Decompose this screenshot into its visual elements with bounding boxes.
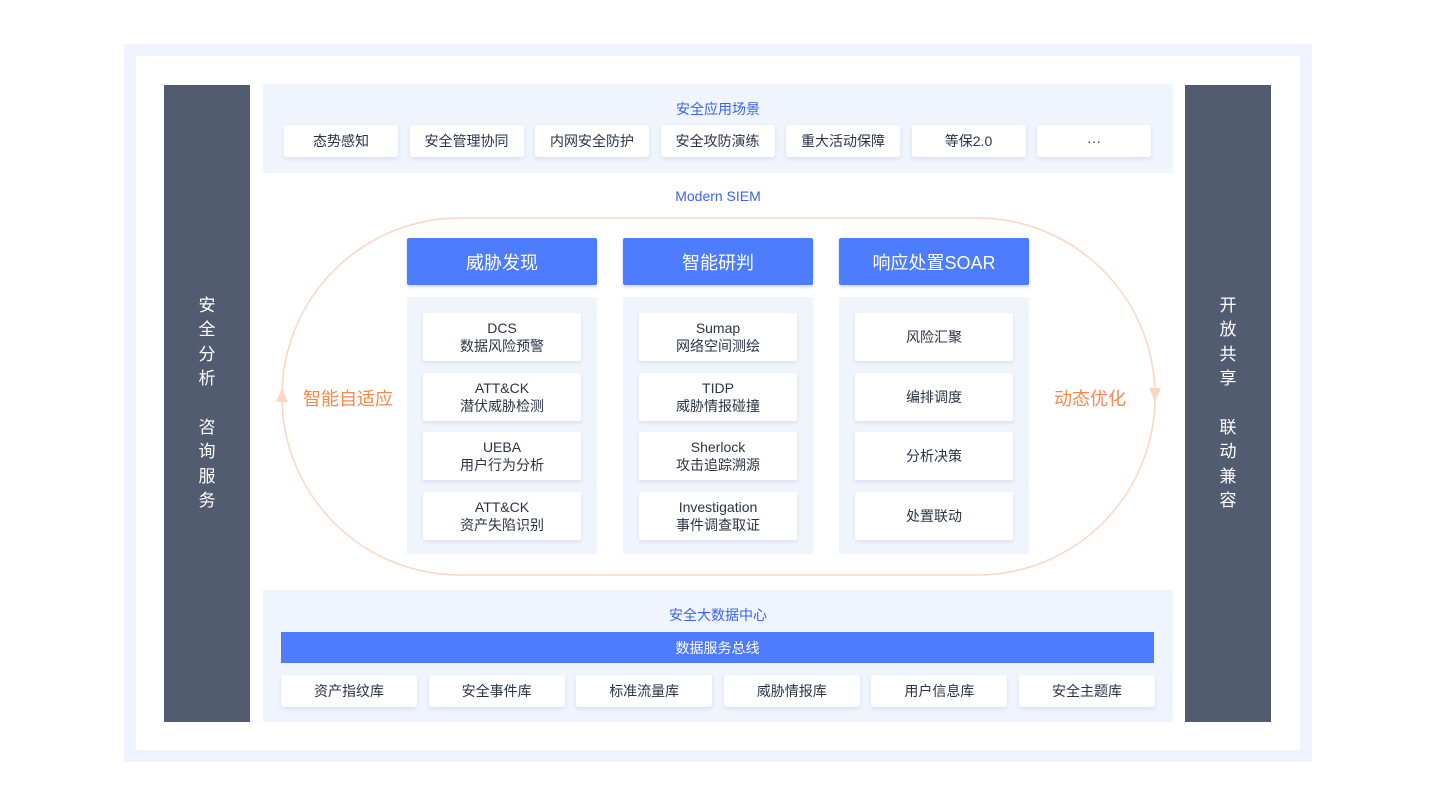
pillar-char: 务: [198, 491, 216, 510]
database-chip: 资产指纹库: [281, 675, 417, 707]
scenario-chip: 态势感知: [284, 125, 398, 157]
card-title: Investigation: [678, 499, 758, 515]
pillar-char: 安: [198, 295, 216, 315]
card-subtitle: 资产失陷识别: [460, 517, 544, 533]
scenario-chip: 重大活动保障: [786, 125, 900, 157]
capability-card: DCS 数据风险预警: [423, 313, 581, 361]
card-title: Sherlock: [690, 439, 746, 455]
scenario-chip: 安全管理协同: [409, 125, 524, 157]
pillar-char: 放: [1219, 320, 1237, 339]
pillar-char: 兼: [1219, 466, 1237, 486]
data-center-title: 安全大数据中心: [669, 607, 767, 623]
card-title: ATT&CK: [474, 499, 530, 515]
database-chip: 安全主题库: [1019, 675, 1155, 707]
pillar-char: 容: [1219, 491, 1237, 510]
scenario-chip: 安全攻防演练: [660, 125, 775, 157]
capability-card: Sherlock 攻击追踪溯源: [639, 432, 797, 480]
pillar-char: 咨: [198, 417, 216, 437]
card-title: TIDP: [702, 380, 734, 396]
adaptive-label: 智能自适应: [303, 389, 393, 409]
up-arrow-icon: [276, 388, 288, 402]
card-title: UEBA: [482, 439, 522, 455]
column-panel: Sumap 网络空间测绘 TIDP 威胁情报碰撞 Sherlock 攻击追踪溯源 Inves…: [623, 297, 813, 554]
capability-card: 处置联动: [855, 492, 1013, 540]
capability-card: 分析决策: [855, 432, 1013, 480]
siem-title: Modern SIEM: [675, 188, 761, 204]
column-panel: DCS 数据风险预警 ATT&CK 潜伏威胁检测 UEBA 用户行为分析 ATT&CK 资产失…: [407, 297, 597, 554]
database-chip: 标准流量库: [576, 675, 713, 707]
card-subtitle: 用户行为分析: [460, 457, 544, 473]
capability-card: 编排调度: [855, 373, 1013, 421]
capability-card: ATT&CK 资产失陷识别: [423, 492, 581, 540]
database-chip: 安全事件库: [428, 675, 565, 707]
column-header: 威胁发现: [407, 238, 597, 285]
card-title: DCS: [487, 320, 517, 336]
scenario-chip: 内网安全防护: [535, 125, 649, 157]
capability-card: ATT&CK 潜伏威胁检测: [423, 373, 581, 421]
down-arrow-icon: [1149, 388, 1161, 402]
card-subtitle: 威胁情报碰撞: [676, 398, 760, 414]
pillar-char: 联: [1219, 417, 1237, 437]
capability-card: Sumap 网络空间测绘: [639, 313, 797, 361]
pillar-char: 服: [198, 466, 216, 486]
capability-card: Investigation 事件调查取证: [639, 492, 797, 540]
capability-card: UEBA 用户行为分析: [423, 432, 581, 480]
left-pillar-security-consulting: 安 全 分 析 咨 询 服 务: [164, 85, 250, 722]
cycle-loop: [276, 217, 1161, 576]
column-header: 响应处置SOAR: [839, 238, 1029, 285]
scenarios-title: 安全应用场景: [676, 101, 760, 117]
database-chip: 威胁情报库: [723, 675, 860, 707]
pillar-char: 共: [1219, 344, 1237, 364]
pillar-char: 动: [1219, 442, 1237, 461]
card-subtitle: 潜伏威胁检测: [460, 398, 544, 414]
card-title: 编排调度: [906, 389, 962, 405]
pillar-char: 析: [198, 369, 216, 388]
pillar-char: 全: [198, 320, 216, 339]
column-header: 智能研判: [623, 238, 813, 285]
column-panel: 风险汇聚编排调度分析决策处置联动: [839, 297, 1029, 554]
data-service-bus: 数据服务总线: [281, 632, 1154, 663]
optimization-label: 动态优化: [1054, 389, 1126, 409]
card-title: 风险汇聚: [906, 329, 962, 345]
card-title: 分析决策: [906, 448, 962, 464]
card-title: Sumap: [695, 320, 741, 336]
card-subtitle: 数据风险预警: [460, 338, 544, 354]
pillar-char: 享: [1219, 369, 1237, 388]
scenario-chip: 等保2.0: [911, 125, 1026, 157]
capability-card: TIDP 威胁情报碰撞: [639, 373, 797, 421]
pillar-char: 分: [198, 344, 216, 364]
database-chip: 用户信息库: [871, 675, 1008, 707]
capability-card: 风险汇聚: [855, 313, 1013, 361]
card-title: 处置联动: [906, 508, 962, 524]
right-pillar-open-sharing: 开 放 共 享 联 动 兼 容: [1185, 85, 1271, 722]
card-title: ATT&CK: [474, 380, 530, 396]
pillar-char: 开: [1219, 295, 1237, 315]
card-subtitle: 攻击追踪溯源: [676, 457, 760, 473]
scenario-chip: ···: [1037, 125, 1151, 157]
card-subtitle: 网络空间测绘: [676, 338, 760, 354]
pillar-char: 询: [198, 442, 216, 461]
card-subtitle: 事件调查取证: [676, 517, 760, 533]
